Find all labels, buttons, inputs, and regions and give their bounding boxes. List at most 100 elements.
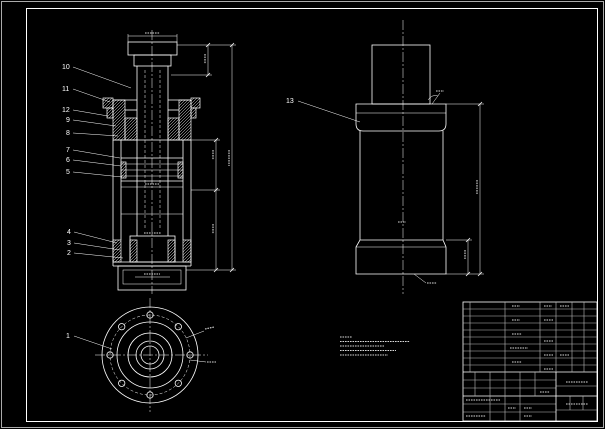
leader-line-4 xyxy=(73,231,118,244)
hatch-line xyxy=(129,253,138,262)
hatch-line xyxy=(192,114,197,119)
bolt-hole xyxy=(174,323,182,331)
hatch-line xyxy=(178,102,192,116)
piston-seal-right xyxy=(177,161,184,179)
hatch-line xyxy=(178,126,192,140)
part-label-10: 10 xyxy=(62,64,70,71)
hatch-line xyxy=(120,171,127,178)
hatch-line xyxy=(167,117,175,125)
hatch-line xyxy=(112,114,126,128)
dim-tick-r1 xyxy=(477,101,483,107)
hatch-line xyxy=(167,117,172,122)
hatch-line xyxy=(124,117,129,122)
base-block xyxy=(117,265,187,291)
part-label-1: 1 xyxy=(66,333,70,340)
end-view-outer-circle xyxy=(101,306,199,404)
leader-line-5 xyxy=(72,171,123,178)
leader-line-10 xyxy=(72,66,132,89)
leader-line-9 xyxy=(72,119,117,127)
end-view-bolt-circle xyxy=(109,314,191,396)
hatch-line xyxy=(104,99,114,109)
hatch-line xyxy=(124,120,138,134)
part-label-2: 2 xyxy=(67,250,71,257)
hatch-line xyxy=(129,247,138,256)
hatch-line xyxy=(114,255,122,263)
hatch-line xyxy=(169,256,176,263)
dim-tick-r4 xyxy=(465,271,471,277)
hatch-line xyxy=(167,239,172,244)
bolt-hole xyxy=(118,323,126,331)
hatch-line xyxy=(112,99,117,104)
leader-line-12 xyxy=(72,109,109,117)
hatch-line xyxy=(112,239,120,247)
hatch-line xyxy=(182,246,192,256)
section-side-dimensions xyxy=(171,42,236,273)
hatch-line xyxy=(108,113,114,119)
hatch-line xyxy=(112,126,126,140)
section-view: 10 11 12 9 8 7 6 5 4 3 2 xyxy=(62,30,236,294)
bolt-hole xyxy=(106,351,114,359)
hatch-line xyxy=(111,116,114,119)
hatch-line xyxy=(102,97,107,102)
hatch-line xyxy=(178,99,186,107)
hatch-line xyxy=(177,171,184,178)
hatch-line xyxy=(129,250,138,259)
end-view-inner-circle xyxy=(140,345,160,365)
hatch-line xyxy=(190,107,195,112)
hatch-line xyxy=(129,239,134,244)
hatch-line xyxy=(112,105,126,119)
hatch-line xyxy=(117,132,126,141)
hatch-line xyxy=(177,168,184,175)
base-inner-recess xyxy=(122,269,182,285)
dim-tick-6 xyxy=(229,42,235,48)
rod-shoulder xyxy=(133,54,172,67)
hatch-line xyxy=(178,108,192,122)
part-label-8: 8 xyxy=(66,130,70,137)
hatch-line xyxy=(195,103,201,109)
hatch-line xyxy=(129,239,137,247)
hatch-line xyxy=(124,117,135,128)
hatch-line xyxy=(178,99,189,110)
hatch-line xyxy=(172,133,180,141)
hatch-line xyxy=(167,247,176,256)
hatch-line xyxy=(183,132,192,141)
hatch-line xyxy=(180,129,192,141)
hatch-line xyxy=(112,99,126,113)
hatch-line xyxy=(112,108,126,122)
dim-tick-2 xyxy=(205,72,211,78)
leader-line-7 xyxy=(72,149,121,159)
end-view-rod-circle xyxy=(135,340,165,370)
hatch-line xyxy=(110,105,114,109)
hatch-line xyxy=(178,99,192,113)
bolt-hole xyxy=(186,351,194,359)
title-block xyxy=(462,301,598,422)
hatch-line xyxy=(167,250,176,259)
hatch-line xyxy=(112,240,122,250)
hatch-line xyxy=(124,117,138,131)
leader-line-6 xyxy=(72,159,122,167)
hatch-line xyxy=(190,108,197,115)
bolt-hole xyxy=(174,379,182,387)
hatch-line xyxy=(131,256,138,263)
technical-notes xyxy=(340,336,410,356)
exterior-view: 13 xyxy=(286,20,484,294)
hatch-line xyxy=(117,258,122,263)
hatch-line xyxy=(134,259,138,263)
hatch-line xyxy=(192,100,201,109)
hatch-line xyxy=(120,161,125,166)
drawing-frame xyxy=(26,8,598,422)
hatch-line xyxy=(102,97,110,105)
end-view: 1 xyxy=(66,298,216,412)
hatch-line xyxy=(167,127,180,140)
hatch-line xyxy=(182,239,187,244)
end-view-annotation-text xyxy=(204,326,215,330)
hatch-line xyxy=(179,174,184,179)
hatch-line xyxy=(120,168,127,175)
hatch-line xyxy=(112,249,122,259)
hatch-line xyxy=(120,135,126,141)
hatch-line xyxy=(190,97,198,105)
hatch-line xyxy=(186,135,192,141)
hatch-line xyxy=(129,132,138,141)
